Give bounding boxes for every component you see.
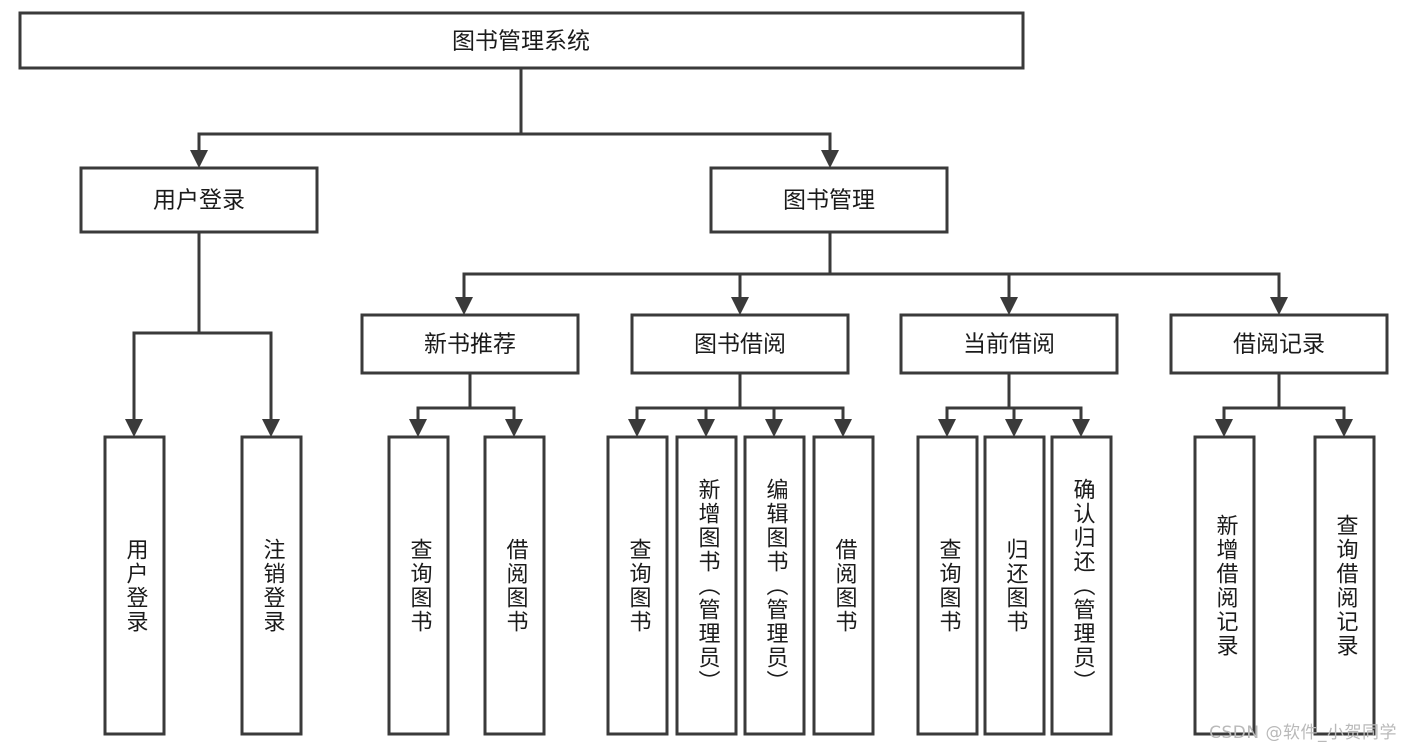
node-box-leaf-logout-login[interactable]: [240, 435, 303, 736]
node-box-leaf-add-book-admin[interactable]: [675, 435, 738, 736]
node-box-book-manage[interactable]: [709, 166, 949, 234]
node-label-user-login: 用户登录: [153, 188, 245, 214]
node-box-user-login[interactable]: [79, 166, 319, 234]
node-label-root: 图书管理系统: [452, 29, 590, 55]
node-box-leaf-query-book-1[interactable]: [387, 435, 450, 736]
edge-root-to-level2: [190, 66, 839, 168]
edge-userlogin-to-leaves: [125, 230, 280, 437]
node-box-leaf-borrow-book-2[interactable]: [812, 435, 875, 736]
node-label-book-borrow: 图书借阅: [694, 332, 786, 358]
node-box-current-borrow[interactable]: [899, 313, 1119, 375]
node-label-current-borrow: 当前借阅: [963, 332, 1055, 358]
edge-newbook-to-leaves: [409, 371, 523, 437]
node-box-book-borrow[interactable]: [630, 313, 850, 375]
edge-bookborrow-to-leaves: [628, 371, 852, 437]
node-box-leaf-borrow-book-1[interactable]: [483, 435, 546, 736]
edge-currentborrow-to-leaves: [938, 371, 1090, 437]
node-box-leaf-query-book-2[interactable]: [606, 435, 669, 736]
node-label-book-manage: 图书管理: [783, 188, 875, 214]
node-box-leaf-return-book[interactable]: [983, 435, 1046, 736]
node-label-new-book-recommend: 新书推荐: [424, 332, 516, 358]
edge-borrowrecord-to-leaves: [1215, 371, 1353, 437]
node-box-new-book-recommend[interactable]: [360, 313, 580, 375]
node-box-root[interactable]: [18, 11, 1025, 70]
node-box-leaf-edit-book-admin[interactable]: [743, 435, 806, 736]
node-box-leaf-query-book-3[interactable]: [916, 435, 979, 736]
node-label-borrow-record: 借阅记录: [1233, 332, 1325, 358]
node-box-leaf-add-borrow-record[interactable]: [1193, 435, 1256, 736]
edge-bookmanage-to-level3: [455, 230, 1288, 315]
node-box-leaf-confirm-return-admin[interactable]: [1050, 435, 1113, 736]
node-box-borrow-record[interactable]: [1169, 313, 1389, 375]
node-box-leaf-user-login[interactable]: [103, 435, 166, 736]
node-box-leaf-query-borrow-record[interactable]: [1313, 435, 1376, 736]
csdn-watermark: CSDN @软件_小贺同学: [1209, 723, 1397, 743]
